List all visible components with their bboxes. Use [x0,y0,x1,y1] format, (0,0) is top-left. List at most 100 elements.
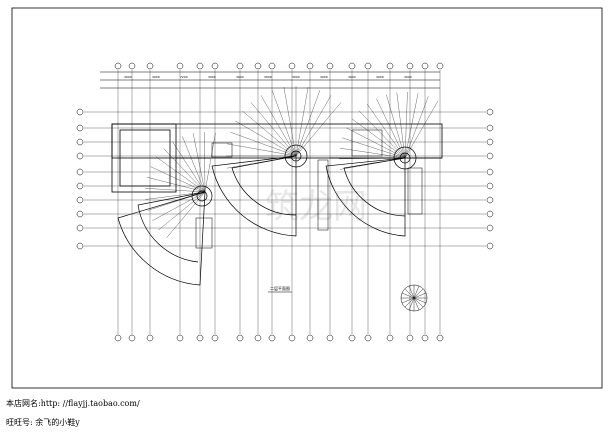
axis-bubble [76,138,84,146]
right-axis-bubbles [486,108,494,250]
stair-radial-line [145,188,206,193]
compass-ray [413,297,424,308]
compass-ray [404,297,415,308]
dimension-label: 3900 [124,75,132,79]
stair-radial-line [192,133,206,193]
top-axis-grid [100,71,440,89]
footer-qq-line: 旺旺号: 余飞的小鞋y [6,418,80,427]
footer-shop-line: 本店网名:http: //flayjj.taobao.com/ [6,399,140,408]
axis-bubble [254,62,262,70]
axis-bubble [268,334,276,342]
compass-ray [413,297,420,311]
axis-bubble [486,224,494,232]
axis-bubble [76,108,84,116]
stair-radial-line [166,191,206,239]
stair-radial-line [351,118,406,159]
dimension-label: 3900 [320,75,328,79]
top-axis-bubbles [114,62,444,70]
axis-bubble [196,62,204,70]
stair-radial-line [339,148,406,159]
plan-title: 二层平面图 [270,285,290,291]
stair-radial-line [404,93,419,159]
axis-bubble [486,152,494,160]
compass-ray [401,297,415,304]
stair-radial-line [367,103,406,159]
stair-radial-line [295,95,332,157]
stair-radial-line [172,141,206,193]
axis-bubble [421,62,429,70]
axis-bubble [486,168,494,176]
stair-radial-line [295,102,342,157]
stair-radial-line [339,157,406,159]
left-axis-bubbles [76,108,84,250]
compass-ray [408,285,415,299]
axis-bubble [114,62,122,70]
stair-radial-line [158,191,206,231]
axis-bubble [76,182,84,190]
axis-bubble [386,334,394,342]
dimension-label: 3900 [264,75,272,79]
stair-radial-line [404,100,439,159]
watermark: 筑龙网 [265,187,367,227]
axis-bubble [348,334,356,342]
stair-radial-line [404,92,408,159]
axis-bubble [288,62,296,70]
compass-ray [401,292,415,299]
axis-bubble [486,138,494,146]
axis-bubble [76,196,84,204]
dimension-label: 3900 [236,75,244,79]
stair-radial-line [152,191,206,221]
stair-radial-line [227,155,297,169]
axis-bubble [386,62,394,70]
stair-radial-line [260,95,297,157]
drawing-frame [11,7,603,389]
stair-radial-line [250,102,297,157]
stair-radial-line [396,92,406,159]
axis-bubble [486,108,494,116]
stair-radial-line [376,98,406,159]
compass-ray [413,292,427,299]
axis-bubble [114,334,122,342]
stair-radial-line [204,132,216,193]
stair-radial-line [150,166,206,193]
axis-bubble [268,62,276,70]
axis-bubble [436,334,444,342]
axis-bubble [211,334,219,342]
stair-radial-line [227,143,297,157]
compass-rose-icon [400,284,428,312]
axis-bubble [486,242,494,250]
axis-bubble [176,62,184,70]
stair-radial-line [295,87,309,157]
stair-radial-line [295,90,321,157]
axis-bubble [146,334,154,342]
fan-wing-1 [117,185,213,286]
dimension-label: 3900 [292,75,300,79]
stair-radial-line [339,157,406,170]
axis-bubble [406,62,414,70]
dimension-label: 3900 [152,75,160,79]
axis-bubble [306,334,314,342]
axis-bubble [406,334,414,342]
stair-radial-line [145,191,206,200]
axis-bubble [348,62,356,70]
compass-ray [413,288,424,299]
axis-bubble [288,334,296,342]
stair-radial-line [342,137,406,159]
axis-bubble [364,334,372,342]
axis-bubble [421,334,429,342]
axis-bubble [236,62,244,70]
dimension-label: 3900 [348,75,356,79]
compass-ray [404,288,415,299]
axis-bubble [364,62,372,70]
stair-radial-lines [145,86,439,239]
vertical-grid-lines [117,70,441,334]
axis-bubble [196,334,204,342]
axis-bubble [76,168,84,176]
axis-bubble [128,62,136,70]
stair-radial-line [235,120,297,157]
axis-bubble [76,124,84,132]
bottom-axis-bubbles [114,334,444,342]
dimension-label: 7200 [180,75,188,79]
compass-ray [413,285,420,299]
